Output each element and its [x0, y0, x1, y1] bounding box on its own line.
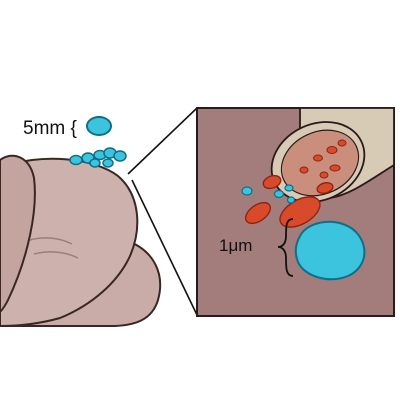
micro-particle	[294, 220, 366, 281]
red-cell	[244, 201, 272, 225]
red-cells-inside	[299, 139, 347, 179]
micro-size-bracket	[277, 218, 294, 277]
micro-size-label: 1μm	[219, 236, 252, 255]
finger-side	[0, 154, 36, 314]
red-cell	[262, 174, 282, 190]
zoom-line-bottom	[131, 179, 198, 316]
fingers	[0, 147, 162, 328]
magnified-panel: 1μm	[196, 107, 395, 317]
finger-crease	[29, 237, 79, 259]
small-particles	[241, 184, 296, 204]
macro-size-label: 5mm {	[23, 118, 78, 139]
vessel-lumen	[280, 129, 360, 197]
macro-particle	[86, 116, 112, 136]
fingertip-particles	[69, 147, 127, 168]
red-cell	[316, 182, 334, 194]
zoom-line-top	[127, 107, 198, 175]
